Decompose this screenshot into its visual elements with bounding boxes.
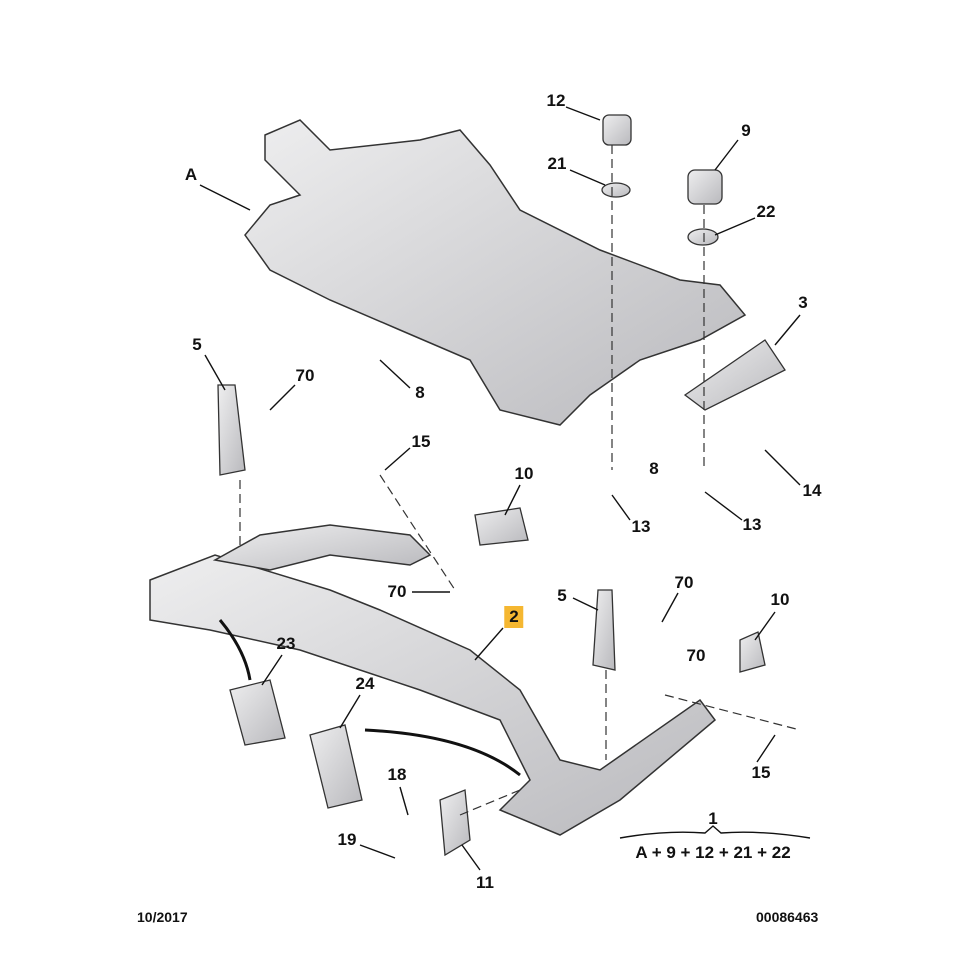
callout-10-top: 10: [514, 464, 534, 483]
diagram-reference: 00086463: [756, 909, 819, 925]
callout-5-top: 5: [192, 335, 202, 354]
callout-18: 18: [387, 765, 407, 784]
kit-brace: [619, 825, 811, 839]
callout-2-highlighted: 2: [504, 606, 524, 628]
callout-70-top: 70: [295, 366, 315, 385]
mount-10-right: [739, 631, 766, 673]
callout-11: 11: [476, 873, 494, 892]
callout-13-right: 13: [742, 515, 762, 534]
kit-formula: A + 9 + 12 + 21 + 22: [635, 843, 791, 862]
mount-10-top: [474, 507, 529, 546]
crossbeam-arm: [212, 524, 432, 571]
callout-70-lower: 70: [686, 646, 706, 665]
washer-22: [687, 228, 719, 246]
bush-9: [687, 169, 723, 205]
callout-24: 24: [355, 674, 375, 693]
callout-15-bottom: 15: [751, 763, 771, 782]
callout-70-right: 70: [674, 573, 694, 592]
callout-19: 19: [337, 830, 357, 849]
callout-70-mid: 70: [387, 582, 407, 601]
callout-3: 3: [798, 293, 808, 312]
plate-23: [229, 679, 286, 746]
callout-9: 9: [741, 121, 751, 140]
callout-a: A: [184, 165, 198, 184]
callout-23: 23: [276, 634, 296, 653]
bush-12: [602, 114, 632, 146]
callout-10-right: 10: [770, 590, 790, 609]
diagram-date: 10/2017: [137, 909, 188, 925]
callout-5-bottom: 5: [557, 586, 567, 605]
bracket-5-left: [217, 384, 246, 476]
bracket-11: [439, 789, 471, 857]
callout-22: 22: [756, 202, 776, 221]
crossbeam-2: [149, 554, 717, 836]
callout-15-top: 15: [411, 432, 431, 451]
bracket-3: [683, 339, 786, 411]
bracket-5-right: [592, 589, 616, 671]
callout-8-right: 8: [649, 459, 659, 478]
washer-21: [601, 182, 631, 198]
callout-8-left: 8: [415, 383, 425, 402]
callout-1: 1: [708, 809, 718, 828]
callout-12: 12: [546, 91, 566, 110]
callout-13-left: 13: [631, 517, 651, 536]
subframe-a: [244, 119, 747, 426]
plate-24: [309, 724, 363, 809]
callout-14: 14: [802, 481, 822, 500]
callout-21: 21: [547, 154, 567, 173]
